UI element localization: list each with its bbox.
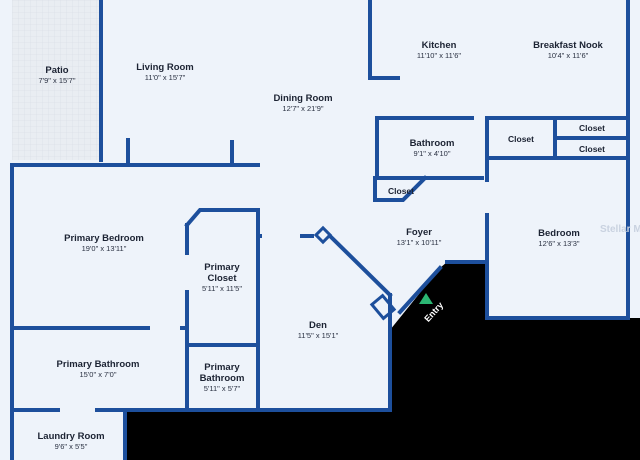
- room-name-bath: Bathroom: [410, 138, 455, 149]
- room-dim-living: 11'0" x 15'7": [145, 73, 186, 82]
- room-dim-laundry: 9'6" x 5'5": [55, 442, 88, 451]
- room-dim-den: 11'5" x 15'1": [298, 331, 339, 340]
- room-name-bedroom: Bedroom: [538, 228, 580, 239]
- room-name-closet3: Closet: [579, 144, 605, 154]
- fixture: [313, 225, 333, 245]
- watermark: Stellar MLS: [600, 224, 640, 235]
- room-name-pcloset-2: Closet: [207, 273, 237, 284]
- room-dim-foyer: 13'1" x 10'11": [397, 238, 442, 247]
- room-dim-patio: 7'9" x 15'7": [39, 76, 76, 85]
- room-name-living: Living Room: [136, 62, 194, 73]
- room-dim-bedroom: 12'6" x 13'3": [538, 239, 579, 248]
- room-name-pbath2-1: Primary: [204, 362, 240, 373]
- fixture: [369, 293, 397, 321]
- openings: [60, 178, 300, 413]
- room-name-kitchen: Kitchen: [422, 40, 457, 51]
- patio-floor: [12, 0, 100, 160]
- room-name-foyer: Foyer: [406, 227, 432, 238]
- room-name-pbath2-2: Bathroom: [200, 373, 245, 384]
- room-name-closet1: Closet: [508, 134, 534, 144]
- walls: [10, 0, 630, 460]
- room-name-closet4: Closet: [388, 186, 414, 196]
- room-dim-nook: 10'4" x 11'6": [548, 51, 589, 60]
- room-dim-pbath: 15'0" x 7'0": [80, 370, 117, 379]
- room-dim-kitchen: 11'10" x 11'6": [417, 51, 462, 60]
- room-dim-pcloset: 5'11" x 11'5": [202, 284, 242, 293]
- room-name-closet2: Closet: [579, 123, 605, 133]
- room-dim-pbed: 19'0" x 13'11": [82, 244, 127, 253]
- room-name-patio: Patio: [45, 65, 68, 76]
- room-name-pcloset-1: Primary: [204, 262, 240, 273]
- room-name-den: Den: [309, 320, 327, 331]
- room-name-pbath: Primary Bathroom: [57, 359, 140, 370]
- room-dim-bath: 9'1" x 4'10": [414, 149, 451, 158]
- room-dim-dining: 12'7" x 21'9": [282, 104, 323, 113]
- room-dim-pbath2: 5'11" x 5'7": [204, 384, 241, 393]
- room-name-nook: Breakfast Nook: [533, 40, 603, 51]
- room-name-dining: Dining Room: [273, 93, 332, 104]
- entry-marker-icon: [419, 293, 433, 304]
- room-name-pbed: Primary Bedroom: [64, 233, 144, 244]
- room-name-laundry: Laundry Room: [37, 431, 104, 442]
